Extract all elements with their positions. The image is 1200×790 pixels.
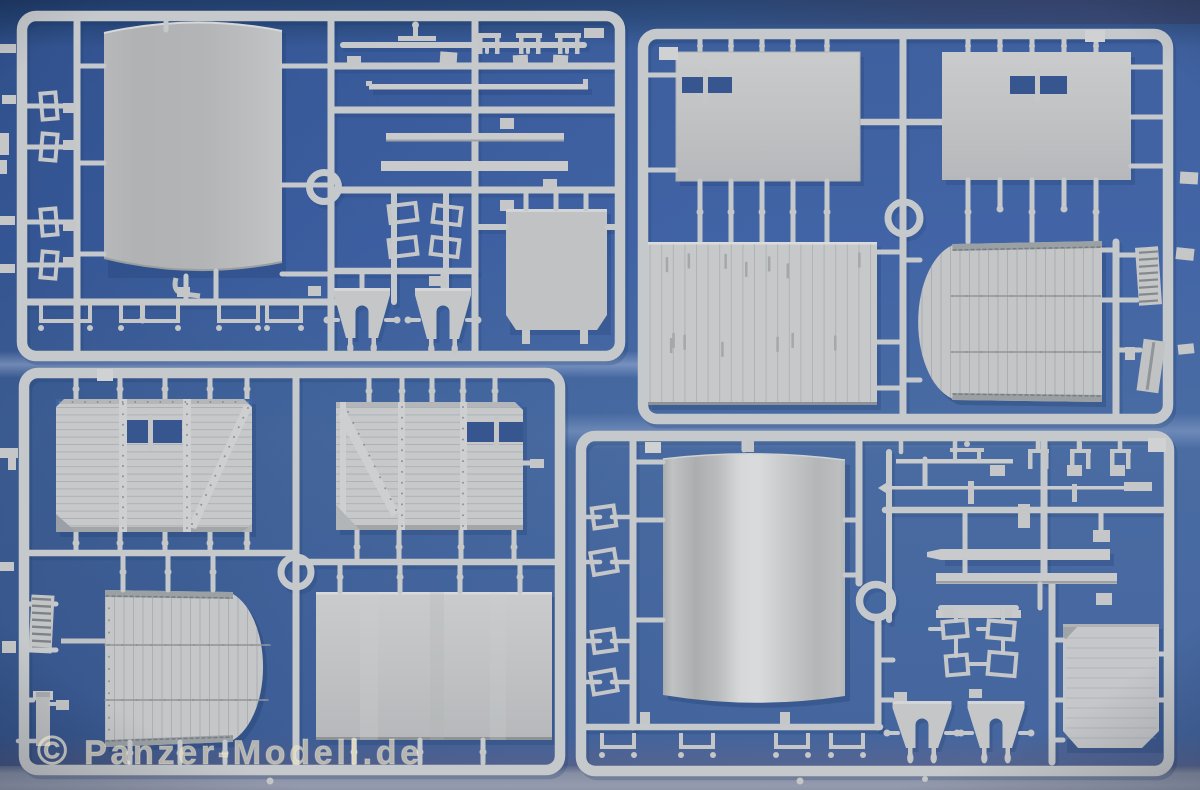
- svg-text:© Panzer-Modell.de: © Panzer-Modell.de: [37, 727, 423, 773]
